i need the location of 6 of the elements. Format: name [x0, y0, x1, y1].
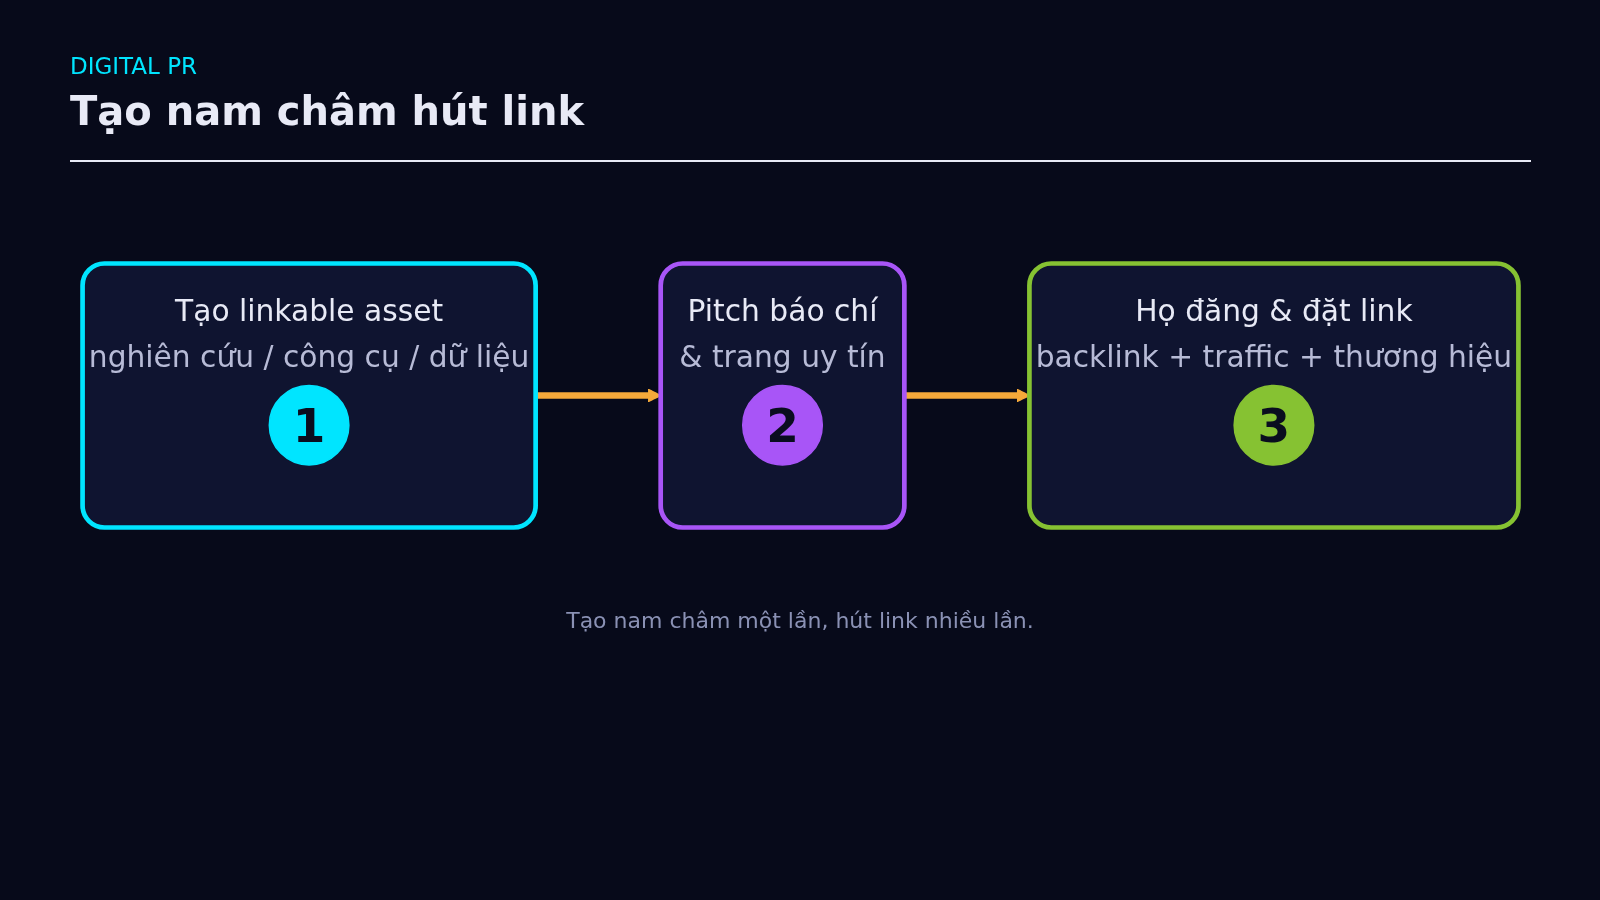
caption: Tạo nam châm một lần, hút link nhiều lần. — [565, 607, 1035, 635]
kicker-text: DIGITAL PR — [70, 52, 198, 80]
node-circle: 1 — [268, 384, 350, 466]
node-circle: 3 — [1233, 384, 1315, 466]
title: Tạo nam châm hút link — [70, 87, 585, 136]
node-circle: 2 — [742, 384, 824, 466]
